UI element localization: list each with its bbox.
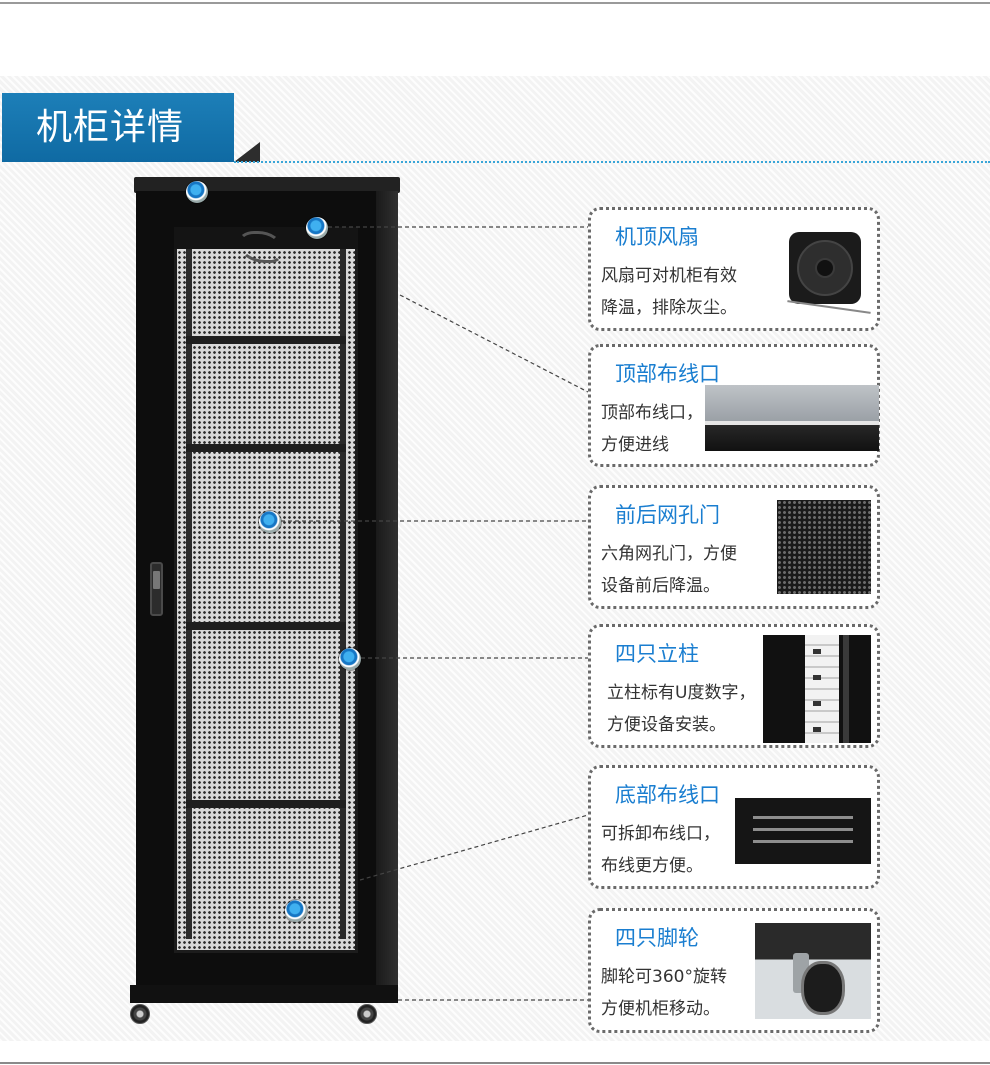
cabinet-cable xyxy=(238,231,282,263)
feature-card-mesh-door: 前后网孔门 六角网孔门，方便 设备前后降温。 xyxy=(588,485,880,609)
feature-title: 机顶风扇 xyxy=(615,225,699,249)
feature-card-top-fan: 机顶风扇 风扇可对机柜有效 降温，排除灰尘。 xyxy=(588,207,880,331)
feature-description-line: 立柱标有U度数字， xyxy=(607,683,756,703)
feature-title: 四只立柱 xyxy=(615,642,699,666)
cabinet-shelf xyxy=(186,622,346,630)
cabinet-shelf xyxy=(186,800,346,808)
feature-description: 六角网孔门，方便 设备前后降温。 xyxy=(601,538,737,602)
bottom-cable-port-image-icon xyxy=(735,798,871,864)
feature-description: 脚轮可360°旋转 方便机柜移动。 xyxy=(601,961,727,1025)
title-banner-fold xyxy=(234,142,260,162)
caster-wheel-image-icon xyxy=(755,923,871,1019)
door-lock-icon xyxy=(153,571,160,589)
feature-description-line: 布线更方便。 xyxy=(601,856,703,876)
hotspot-rack-post[interactable] xyxy=(339,648,361,670)
cabinet-shelf xyxy=(186,444,346,452)
hotspot-bottom-cable-port[interactable] xyxy=(285,900,307,922)
hotspot-mesh-door[interactable] xyxy=(259,511,281,533)
feature-card-caster-wheels: 四只脚轮 脚轮可360°旋转 方便机柜移动。 xyxy=(588,908,880,1033)
feature-description-line: 六角网孔门，方便 xyxy=(601,544,737,564)
hotspot-top-fan[interactable] xyxy=(306,217,328,239)
feature-title: 顶部布线口 xyxy=(615,362,720,386)
feature-description-line: 方便机柜移动。 xyxy=(601,999,720,1019)
page-title: 机柜详情 xyxy=(2,93,234,162)
cabinet-rail-right xyxy=(340,249,346,939)
feature-description-line: 风扇可对机柜有效 xyxy=(601,266,737,286)
top-cable-port-image-icon xyxy=(705,385,879,451)
feature-description-line: 方便设备安装。 xyxy=(607,715,726,735)
caster-wheel-icon xyxy=(130,1004,150,1024)
bottom-rule xyxy=(0,1062,990,1064)
hex-mesh-image-icon xyxy=(777,500,871,594)
cabinet-rail-left xyxy=(186,249,192,939)
top-rule xyxy=(0,2,990,4)
feature-title: 前后网孔门 xyxy=(615,503,720,527)
feature-description: 风扇可对机柜有效 降温，排除灰尘。 xyxy=(601,260,737,324)
fan-image-icon xyxy=(783,228,871,316)
feature-description: 立柱标有U度数字， 方便设备安装。 xyxy=(607,677,755,741)
feature-card-top-cable-port: 顶部布线口 顶部布线口， 方便进线 xyxy=(588,344,880,467)
feature-title: 底部布线口 xyxy=(615,783,720,807)
feature-title: 四只脚轮 xyxy=(615,926,699,950)
cabinet-shelf xyxy=(186,336,346,344)
title-divider xyxy=(234,161,990,163)
cabinet-base xyxy=(130,985,398,1003)
feature-card-rack-posts: 四只立柱 立柱标有U度数字， 方便设备安装。 xyxy=(588,624,880,748)
feature-card-bottom-cable-port: 底部布线口 可拆卸布线口， 布线更方便。 xyxy=(588,765,880,889)
feature-description-line: 顶部布线口， xyxy=(601,403,703,423)
feature-description-line: 脚轮可360°旋转 xyxy=(601,967,727,987)
feature-description-line: 降温，排除灰尘。 xyxy=(601,298,737,318)
cabinet-side-panel xyxy=(376,191,398,987)
cabinet-mesh-door xyxy=(174,227,358,953)
feature-description-line: 设备前后降温。 xyxy=(601,576,720,596)
hotspot-top-cable-port[interactable] xyxy=(186,181,208,203)
feature-description: 顶部布线口， 方便进线 xyxy=(601,397,703,461)
feature-description-line: 可拆卸布线口， xyxy=(601,824,720,844)
feature-description-line: 方便进线 xyxy=(601,435,669,455)
feature-description: 可拆卸布线口， 布线更方便。 xyxy=(601,818,720,882)
rack-post-image-icon xyxy=(763,635,871,743)
caster-wheel-icon xyxy=(357,1004,377,1024)
